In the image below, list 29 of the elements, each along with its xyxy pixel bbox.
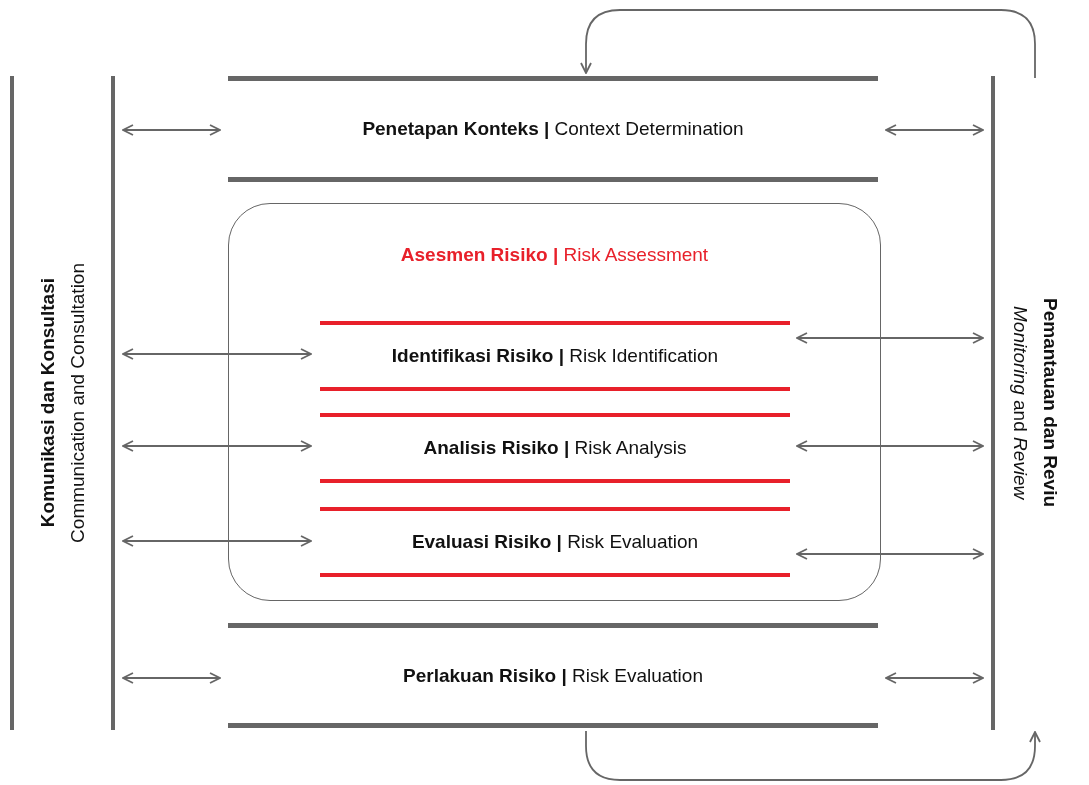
curved-arrow xyxy=(580,9,1036,79)
double-arrow xyxy=(796,548,984,560)
double-arrow xyxy=(122,535,312,547)
step-label: Asesmen Risiko | Risk Assessment xyxy=(400,244,709,266)
step-label: Penetapan Konteks | Context Determination xyxy=(362,118,744,140)
band-title: Komunikasi dan Konsultasi xyxy=(36,278,59,528)
double-arrow xyxy=(122,672,221,684)
step-label: Evaluasi Risiko | Risk Evaluation xyxy=(411,531,699,553)
step-label: Identifikasi Risiko | Risk Identification xyxy=(391,345,719,367)
double-arrow xyxy=(796,332,984,344)
rounded-container xyxy=(228,203,881,601)
step-label: Perlakuan Risiko | Risk Evaluation xyxy=(403,664,703,687)
double-arrow xyxy=(122,440,312,452)
process-band xyxy=(228,623,878,728)
curved-arrow xyxy=(585,730,1041,781)
step-label: Analisis Risiko | Risk Analysis xyxy=(423,437,687,459)
process-band xyxy=(320,321,790,391)
double-arrow xyxy=(796,440,984,452)
band-subtitle: Communication and Consultation xyxy=(66,263,89,543)
double-arrow xyxy=(122,124,221,136)
process-band xyxy=(228,76,878,182)
double-arrow xyxy=(885,672,984,684)
double-arrow xyxy=(122,348,312,360)
double-arrow xyxy=(885,124,984,136)
band-title: Pemantauan dan Reviu xyxy=(1039,298,1061,508)
process-band xyxy=(320,413,790,483)
process-band xyxy=(320,507,790,577)
side-band xyxy=(10,76,115,730)
band-subtitle: Monitoring and Review xyxy=(1009,306,1031,500)
